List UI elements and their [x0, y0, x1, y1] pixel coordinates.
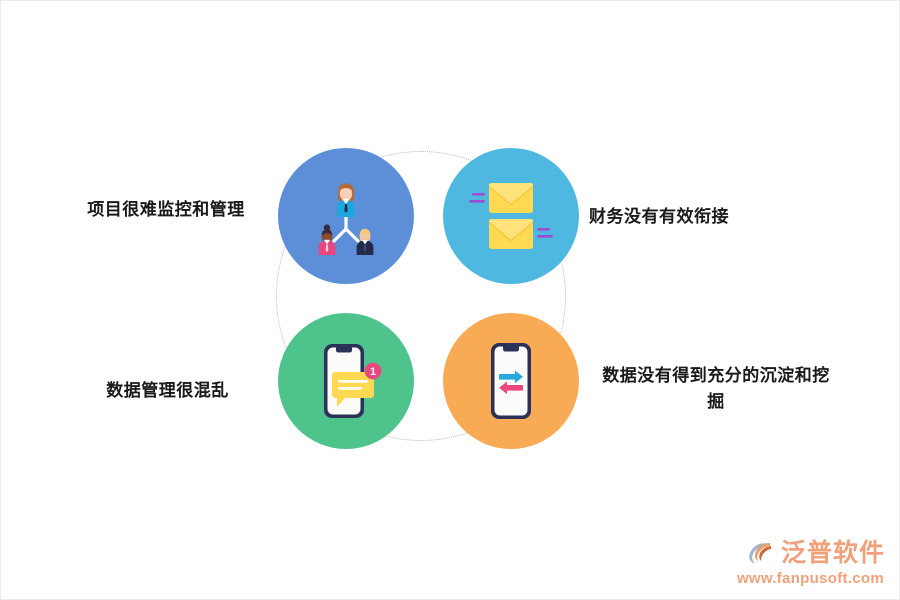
watermark-logo: 泛普软件 www.fanpusoft.com: [737, 539, 885, 587]
node-top-right[interactable]: [443, 148, 579, 284]
dotted-connector-ring: [276, 151, 566, 441]
phone-message-notification-icon: 1: [304, 339, 388, 423]
watermark-brand: 泛普软件: [780, 538, 885, 567]
fanpu-swoosh-logo-icon: [747, 539, 777, 567]
phone-data-transfer-icon: [478, 339, 544, 423]
node-bottom-right-label: 数据没有得到充分的沉淀和挖掘: [602, 366, 830, 411]
node-top-left[interactable]: [278, 148, 414, 284]
node-top-left-label: 项目很难监控和管理: [87, 200, 245, 219]
watermark-logo-row: 泛普软件: [747, 539, 885, 567]
svg-text:1: 1: [370, 366, 376, 378]
watermark-url: www.fanpusoft.com: [736, 570, 884, 587]
node-bottom-left-label: 数据管理很混乱: [106, 381, 229, 400]
two-envelopes-icon: [468, 176, 554, 256]
node-bottom-left[interactable]: 1: [278, 313, 414, 449]
node-bottom-right[interactable]: [443, 313, 579, 449]
team-org-chart-icon: [307, 177, 385, 255]
node-top-right-label: 财务没有有效衔接: [589, 207, 729, 226]
